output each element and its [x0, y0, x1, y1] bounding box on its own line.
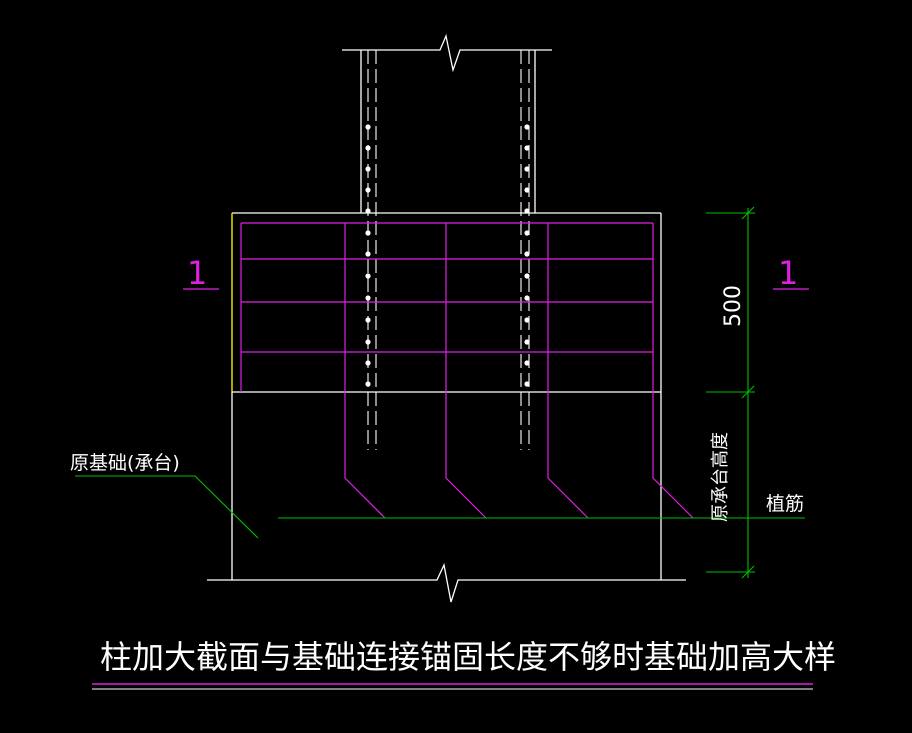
rebar-dot	[524, 145, 530, 151]
foundation-outline	[207, 212, 686, 603]
rebar-dot	[524, 317, 530, 323]
rebar-dot	[524, 230, 530, 236]
rebar-dot	[365, 166, 371, 172]
rebar-dot	[524, 381, 530, 387]
rebar-dot	[524, 187, 530, 193]
rebar-dot	[365, 124, 371, 130]
rebar-dot	[365, 339, 371, 345]
top-break-line	[342, 33, 552, 73]
rebar-dots-left	[365, 124, 371, 387]
label-original-foundation: 原基础(承台)	[70, 452, 180, 474]
rebar-dot	[524, 166, 530, 172]
leader-lines	[75, 475, 805, 539]
rebar-dots-right	[524, 124, 530, 387]
rebar-dot	[365, 295, 371, 301]
rebar-dot	[365, 251, 371, 257]
rebar-mesh	[240, 222, 694, 519]
column-outline	[342, 33, 552, 213]
rebar-dot	[524, 251, 530, 257]
rebar-dot	[524, 295, 530, 301]
label-cap-height: 原承台高度	[710, 432, 731, 522]
rebar-dot	[524, 273, 530, 279]
rebar-dot	[524, 360, 530, 366]
rebar-dot	[365, 230, 371, 236]
rebar-dot	[365, 381, 371, 387]
rebar-dot	[524, 208, 530, 214]
column-longitudinal-rebars	[367, 50, 530, 450]
section-mark-right-number: 1	[778, 254, 798, 292]
dimension-500	[706, 206, 755, 579]
rebar-dot	[365, 208, 371, 214]
section-mark-left-number: 1	[187, 254, 207, 292]
rebar-dot	[524, 339, 530, 345]
section-mark-left: 1	[183, 254, 219, 292]
section-mark-right: 1	[773, 254, 809, 292]
dimension-value-text: 500	[721, 285, 746, 327]
rebar-dot	[365, 360, 371, 366]
rebar-dot	[524, 124, 530, 130]
label-rebar: 植筋	[766, 493, 804, 515]
rebar-dot	[365, 317, 371, 323]
rebar-dot	[365, 273, 371, 279]
bottom-break-line	[207, 562, 686, 603]
rebar-dot	[365, 187, 371, 193]
drawing-title: 柱加大截面与基础连接锚固长度不够时基础加高大样	[100, 638, 836, 676]
leader-original-foundation	[75, 475, 259, 539]
rebar-dot	[365, 145, 371, 151]
